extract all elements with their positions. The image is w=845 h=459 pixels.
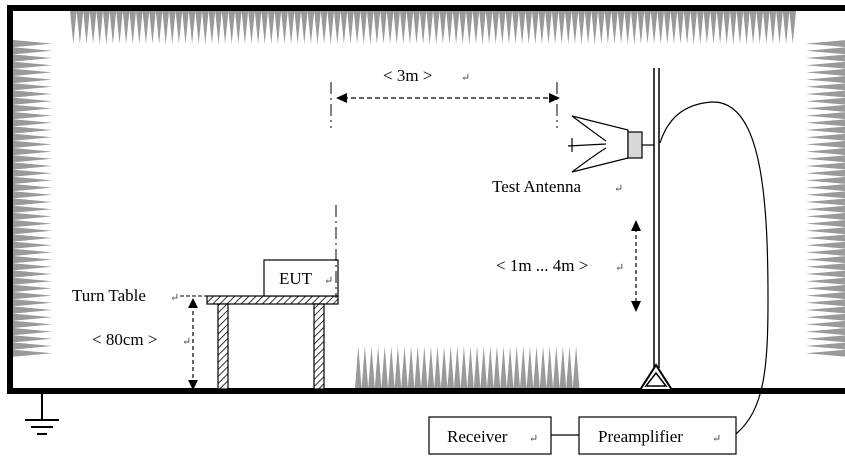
- test-antenna-label: Test Antenna: [492, 177, 581, 196]
- distance-return-mark: ↵: [461, 72, 470, 84]
- height-range-arrowhead-bottom: [631, 301, 641, 312]
- antenna-mast: [653, 68, 660, 368]
- preamplifier-return-mark: ↵: [712, 433, 721, 445]
- mast-tripod-inner: [644, 371, 668, 387]
- table-height-label: < 80cm >: [92, 330, 157, 349]
- antenna-cable: [659, 101, 769, 435]
- chamber-wall: [7, 5, 845, 394]
- preamplifier-label: Preamplifier: [598, 427, 683, 446]
- height-range-label: < 1m ... 4m >: [496, 256, 588, 275]
- turn-table-return-mark: ↵: [170, 292, 179, 304]
- left-wall-absorber: [13, 40, 52, 357]
- floor-absorber: [355, 346, 580, 388]
- rf-absorbers: [13, 11, 845, 388]
- table-height-return-mark: ↵: [182, 336, 191, 348]
- height-range-return-mark: ↵: [615, 262, 624, 274]
- table-height-arrowhead-top: [188, 298, 198, 308]
- eut-label: EUT: [279, 269, 313, 288]
- distance-arrowhead-left: [336, 93, 347, 103]
- distance-arrowhead-right: [549, 93, 560, 103]
- eut-return-mark: ↵: [324, 275, 333, 287]
- receiver-return-mark: ↵: [529, 433, 538, 445]
- table-height-arrowhead-bottom: [188, 380, 198, 390]
- preamplifier-box: [578, 416, 737, 455]
- receiver-label: Receiver: [447, 427, 508, 446]
- turn-table: [206, 295, 339, 390]
- height-range-arrowhead-top: [631, 220, 641, 231]
- ceiling-absorber: [70, 11, 796, 44]
- turn-table-label: Turn Table: [72, 286, 146, 305]
- test-antenna-icon: [567, 115, 654, 173]
- right-wall-absorber: [806, 40, 845, 357]
- test-antenna-return-mark: ↵: [614, 183, 623, 195]
- ground-icon: [25, 391, 59, 435]
- eut-box: [263, 259, 339, 297]
- distance-label: < 3m >: [383, 66, 432, 85]
